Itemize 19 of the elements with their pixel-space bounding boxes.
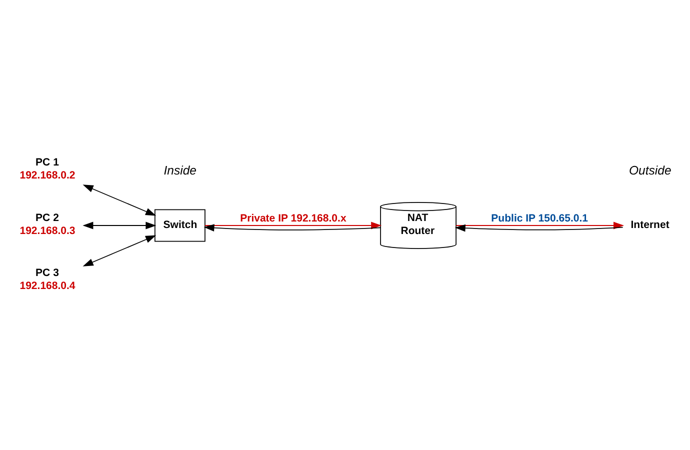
node-label: 192.168.0.3 bbox=[20, 224, 76, 236]
arrow bbox=[82, 234, 156, 266]
node-text: PC 3 bbox=[36, 266, 59, 279]
edge-label: Private IP 192.168.0.x bbox=[240, 212, 346, 224]
label: Outside bbox=[629, 162, 672, 177]
arrow bbox=[204, 221, 382, 229]
arrow bbox=[82, 184, 156, 216]
label: Inside bbox=[164, 162, 196, 177]
arrow bbox=[454, 224, 624, 232]
node-text: Internet bbox=[630, 218, 670, 230]
node-label: 192.168.0.4 bbox=[20, 280, 76, 292]
node-box: Switch bbox=[154, 208, 206, 242]
node-label: 192.168.0.2 bbox=[20, 169, 76, 182]
arrow bbox=[82, 221, 156, 229]
node-text: PC 2 bbox=[36, 211, 59, 224]
node-text: PC 1 bbox=[36, 156, 59, 168]
arrow bbox=[456, 221, 624, 229]
arrow bbox=[204, 224, 381, 232]
edge-label: Public IP 150.65.0.1 bbox=[491, 212, 588, 224]
